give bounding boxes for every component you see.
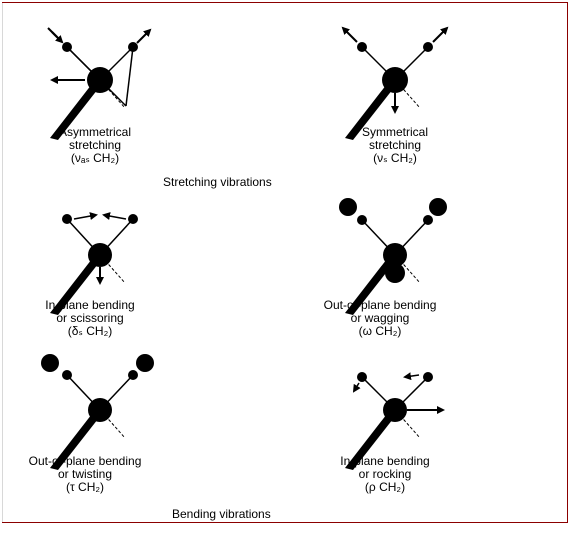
panel-asymmetrical-stretching: Asymmetrical stretching (νₐₛ CH₂) <box>40 20 170 170</box>
caption-line-1: Asymmetrical <box>58 125 131 139</box>
hydrogen-atom-left <box>62 214 72 224</box>
molecule-wagging <box>339 198 447 315</box>
caption-asymmetrical-stretching: Asymmetrical stretching (νₐₛ CH₂) <box>40 126 150 165</box>
arrow-left-out <box>341 26 358 43</box>
hydrogen-atom-left <box>62 42 72 52</box>
caption-line-3: (δₛ CH₂) <box>67 324 113 338</box>
arrow-left-in <box>51 31 64 44</box>
arrow-right-out <box>136 28 152 44</box>
panel-twisting: Out-of-plane bending or twisting (τ CH₂) <box>29 354 170 505</box>
caption-line-1: Out-of-plane bending <box>28 454 142 468</box>
hydrogen-atom-left <box>357 372 367 382</box>
arrow-right-h-toward <box>102 212 127 221</box>
caption-wagging: Out-of-plane bending or wagging (ω CH₂) <box>305 299 455 338</box>
caption-twisting: Out-of-plane bending or twisting (τ CH₂) <box>10 455 160 494</box>
arrow-right-h-rock <box>403 372 420 381</box>
panel-wagging: Out-of-plane bending or wagging (ω CH₂) <box>324 198 465 353</box>
arrow-left-h-rock <box>352 382 361 393</box>
panel-symmetrical-stretching: Symmetrical stretching (νₛ CH₂) <box>335 20 465 170</box>
section-label-bending: Bending vibrations <box>172 507 271 521</box>
hydrogen-motion-out-of-plane-left <box>339 198 357 216</box>
figure-frame <box>2 2 568 523</box>
caption-line-2: stretching <box>68 138 122 152</box>
hydrogen-atom-right <box>423 372 433 382</box>
carbon-atom <box>382 67 408 93</box>
wedge-bond <box>50 80 105 140</box>
hydrogen-atom-right <box>128 42 138 52</box>
molecule-rocking <box>345 372 445 470</box>
caption-line-3: (νₛ CH₂) <box>373 151 417 165</box>
caption-scissoring: In-plane bending or scissoring (δₛ CH₂) <box>25 299 155 338</box>
molecule-symmetrical-stretching <box>341 26 449 140</box>
carbon-motion-out-of-plane <box>385 263 405 283</box>
hydrogen-atom-left <box>357 215 367 225</box>
wedge-bond <box>345 410 400 470</box>
carbon-atom <box>383 398 407 422</box>
wedge-bond <box>50 255 105 315</box>
molecule-asymmetrical-stretching <box>47 27 152 140</box>
caption-line-1: In-plane bending <box>340 454 430 468</box>
carbon-atom <box>383 243 407 267</box>
caption-line-1: Symmetrical <box>361 125 428 139</box>
caption-line-2: stretching <box>368 138 422 152</box>
caption-line-2: or rocking <box>358 467 412 481</box>
wedge-bond <box>345 80 400 140</box>
wedge-bond <box>50 410 105 470</box>
hydrogen-atom-left <box>357 42 367 52</box>
panel-scissoring: In-plane bending or scissoring (δₛ CH₂) <box>40 205 170 355</box>
bond-right <box>125 46 134 107</box>
hydrogen-atom-left <box>62 370 72 380</box>
caption-line-2: or scissoring <box>56 311 124 325</box>
caption-line-1: Out-of-plane bending <box>323 298 437 312</box>
caption-line-1: In-plane bending <box>45 298 135 312</box>
hydrogen-atom-right <box>128 370 138 380</box>
caption-line-2: or twisting <box>57 467 113 481</box>
caption-line-3: (νₐₛ CH₂) <box>70 151 120 165</box>
hydrogen-motion-out-of-plane-left <box>41 354 59 372</box>
hydrogen-atom-right <box>423 42 433 52</box>
arrow-left-h-toward <box>73 212 98 221</box>
section-label-stretching: Stretching vibrations <box>163 175 272 189</box>
carbon-atom <box>87 67 113 93</box>
hydrogen-atom-right <box>128 214 138 224</box>
caption-symmetrical-stretching: Symmetrical stretching (νₛ CH₂) <box>340 126 450 165</box>
caption-rocking: In-plane bending or rocking (ρ CH₂) <box>325 455 445 494</box>
frame-left-edge <box>2 2 3 523</box>
hydrogen-motion-out-of-plane-right <box>136 354 154 372</box>
caption-line-2: or wagging <box>350 311 410 325</box>
hydrogen-atom-right <box>423 215 433 225</box>
molecule-twisting <box>41 354 154 470</box>
hydrogen-motion-out-of-plane-right <box>429 198 447 216</box>
carbon-atom <box>88 243 112 267</box>
caption-line-3: (ρ CH₂) <box>364 480 406 494</box>
panel-rocking: In-plane bending or rocking (ρ CH₂) <box>335 365 465 505</box>
molecule-scissoring <box>50 212 138 315</box>
arrow-right-out <box>432 26 449 43</box>
caption-line-3: (τ CH₂) <box>65 480 105 494</box>
carbon-atom <box>88 398 112 422</box>
caption-line-3: (ω CH₂) <box>358 324 402 338</box>
